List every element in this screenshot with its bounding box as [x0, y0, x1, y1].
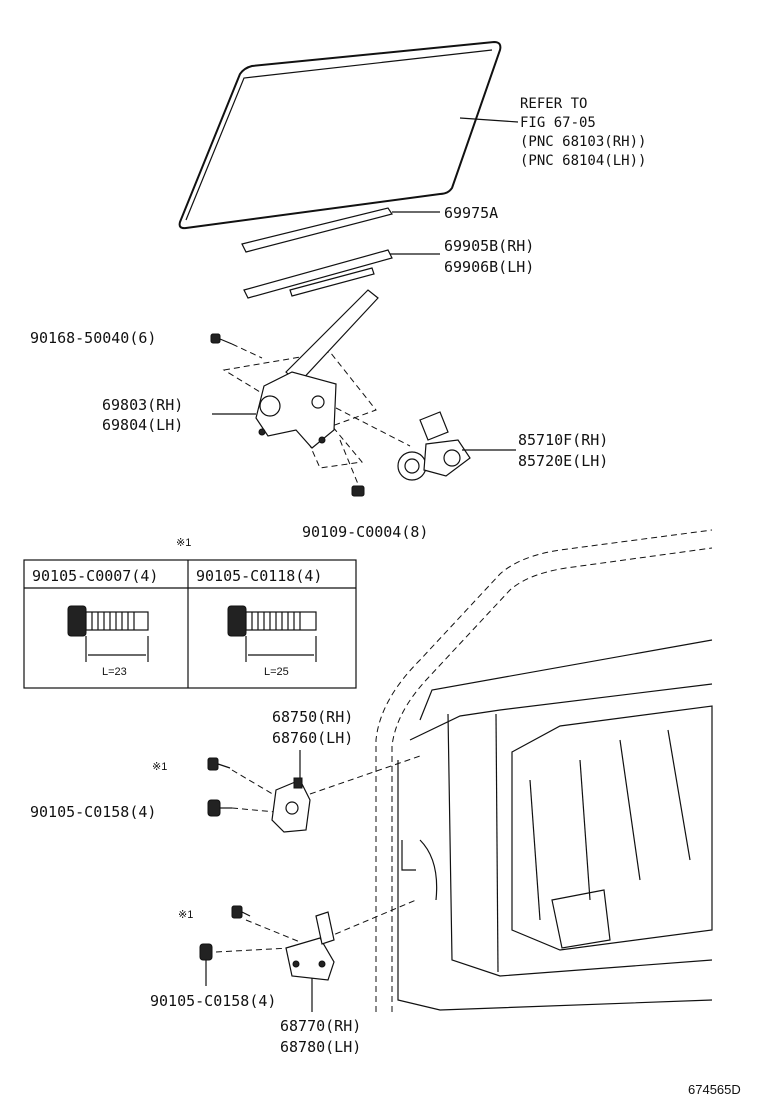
glass-ref-line-3: (PNC 68103(RH)): [520, 134, 646, 150]
door-glass: [178, 40, 519, 230]
table-left-header: 90105-C0007(4): [32, 567, 158, 585]
run-channel-a-label: 69975A: [444, 204, 498, 222]
lower-hinge: [215, 899, 417, 1012]
bolt-90109-icon: [339, 439, 365, 497]
bolt-l23-icon: [67, 605, 149, 662]
motor-rh-label: 85710F(RH): [518, 431, 608, 449]
run-channel-b-lh-label: 69906B(LH): [444, 258, 534, 276]
glass-ref-line-1: REFER TO: [520, 96, 587, 112]
window-regulator: [212, 289, 379, 469]
run-channel-a: [241, 207, 440, 253]
bolt-l25-icon: [227, 605, 317, 662]
table-note-mark: ※1: [176, 537, 191, 549]
upper-hinge-rh-label: 68750(RH): [272, 708, 353, 726]
bolt-mid-label: 90109-C0004(8): [302, 523, 428, 541]
regulator-rh-label: 69803(RH): [102, 396, 183, 414]
lower-note-mark: ※1: [178, 909, 193, 921]
run-channel-b: [243, 249, 440, 299]
lower-bolt-label: 90105-C0158(4): [150, 992, 276, 1010]
regulator-lh-label: 69804(LH): [102, 416, 183, 434]
upper-bolt-icon: [207, 799, 232, 817]
door-shell: [375, 529, 713, 1012]
lower-hinge-rh-label: 68770(RH): [280, 1017, 361, 1035]
table-right-length: L=25: [264, 666, 289, 678]
run-channel-b-rh-label: 69905B(RH): [444, 237, 534, 255]
upper-note-mark: ※1: [152, 761, 167, 773]
figure-id: 674565D: [688, 1082, 741, 1097]
table-left-length: L=23: [102, 666, 127, 678]
glass-ref-line-2: FIG 67-05: [520, 115, 596, 131]
bolt-spec-table: [23, 559, 357, 689]
upper-screw-icon: [207, 757, 231, 771]
motor-lh-label: 85720E(LH): [518, 452, 608, 470]
lower-bolt-icon: [199, 943, 213, 986]
glass-ref-line-4: (PNC 68104(LH)): [520, 153, 646, 169]
lower-hinge-lh-label: 68780(LH): [280, 1038, 361, 1056]
table-right-header: 90105-C0118(4): [196, 567, 322, 585]
upper-hinge: [231, 750, 421, 833]
regulator-motor: [335, 407, 516, 481]
upper-bolt-label: 90105-C0158(4): [30, 803, 156, 821]
upper-hinge-lh-label: 68760(LH): [272, 729, 353, 747]
bolt-90168-icon: [210, 333, 263, 359]
bolt-top-label: 90168-50040(6): [30, 329, 156, 347]
lower-screw-icon: [231, 905, 251, 919]
